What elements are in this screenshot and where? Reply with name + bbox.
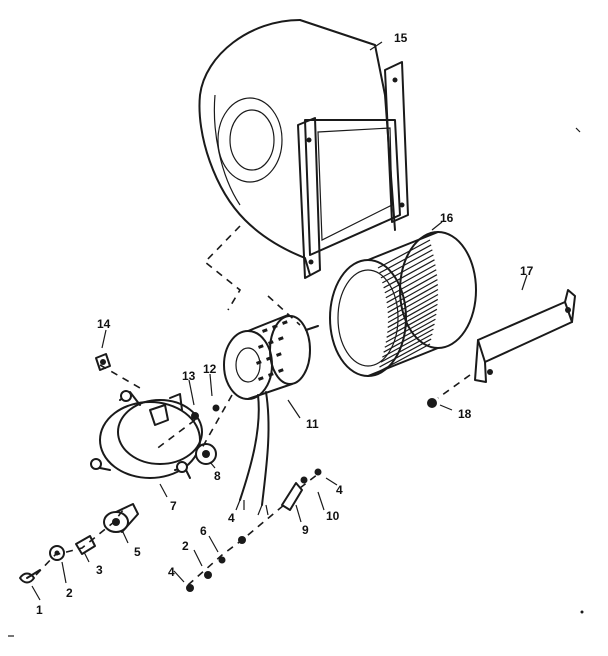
callout-6: 6 — [200, 524, 207, 538]
callout-15: 15 — [394, 31, 408, 45]
wheel-blade — [387, 298, 439, 328]
wheel-blade — [386, 274, 438, 304]
callout-2: 2 — [66, 586, 73, 600]
callout-14: 14 — [97, 317, 111, 331]
motor-vent — [282, 320, 288, 325]
callout-8: 8 — [214, 469, 221, 483]
wheel-blade — [385, 269, 437, 299]
motor-mount — [90, 390, 203, 479]
motor-vent — [278, 336, 284, 341]
callout-leaders — [31, 41, 528, 601]
wheel-blade — [387, 284, 439, 314]
wheel-blade — [387, 303, 438, 333]
wheel-blade — [380, 249, 433, 279]
wheel-blade — [379, 244, 432, 274]
callout-11: 11 — [306, 417, 319, 431]
wheel-blade — [386, 308, 438, 338]
scan-marks — [8, 127, 584, 637]
wheel-blade — [379, 338, 432, 368]
motor-vent — [258, 344, 264, 349]
wheel-blade — [387, 279, 438, 309]
callout-17: 17 — [520, 264, 534, 278]
callout-4-middle: 4 — [228, 511, 235, 525]
callout-4-upper: 4 — [336, 483, 343, 497]
motor — [223, 314, 319, 516]
callout-7: 7 — [170, 499, 177, 513]
motor-vent — [268, 372, 274, 377]
wheel-blade — [384, 264, 436, 294]
wheel-blade — [382, 254, 434, 284]
callout-16: 16 — [440, 211, 454, 225]
callout-4-lower: 4 — [168, 565, 175, 579]
hardware-parts — [19, 353, 437, 592]
wheel-blade — [377, 343, 431, 373]
motor-vent — [266, 356, 272, 361]
callout-18: 18 — [458, 407, 472, 421]
wheel-blade — [383, 323, 435, 353]
wheel-blade — [383, 259, 435, 289]
wheel-blade — [387, 293, 439, 323]
callout-5: 5 — [134, 545, 141, 559]
wheel-blade — [380, 333, 433, 363]
motor-vent — [268, 340, 274, 345]
wheel-blade — [377, 239, 431, 269]
wheel-blade — [385, 313, 437, 343]
wheel-blade — [384, 318, 436, 348]
wheel-blade — [382, 328, 434, 358]
blower-wheel — [329, 231, 477, 377]
motor-vent — [256, 360, 262, 365]
motor-vent — [271, 324, 278, 329]
motor-vent — [278, 368, 284, 373]
callout-10: 10 — [326, 509, 340, 523]
blower-housing — [198, 19, 409, 279]
mounting-bracket — [474, 289, 576, 383]
callout-13: 13 — [182, 369, 196, 383]
callout-numbers: 1 2 3 4 5 2 6 4 7 8 9 10 4 11 12 13 14 1… — [36, 31, 534, 617]
wheel-blade — [387, 289, 439, 319]
motor-vent — [258, 376, 264, 381]
callout-9: 9 — [302, 523, 309, 537]
callout-1: 1 — [36, 603, 43, 617]
leader-lines — [35, 225, 471, 586]
motor-vent — [261, 328, 268, 333]
callout-3: 3 — [96, 563, 103, 577]
callout-2-lower: 2 — [182, 539, 189, 553]
callout-12: 12 — [203, 362, 217, 376]
motor-vent — [276, 352, 282, 357]
